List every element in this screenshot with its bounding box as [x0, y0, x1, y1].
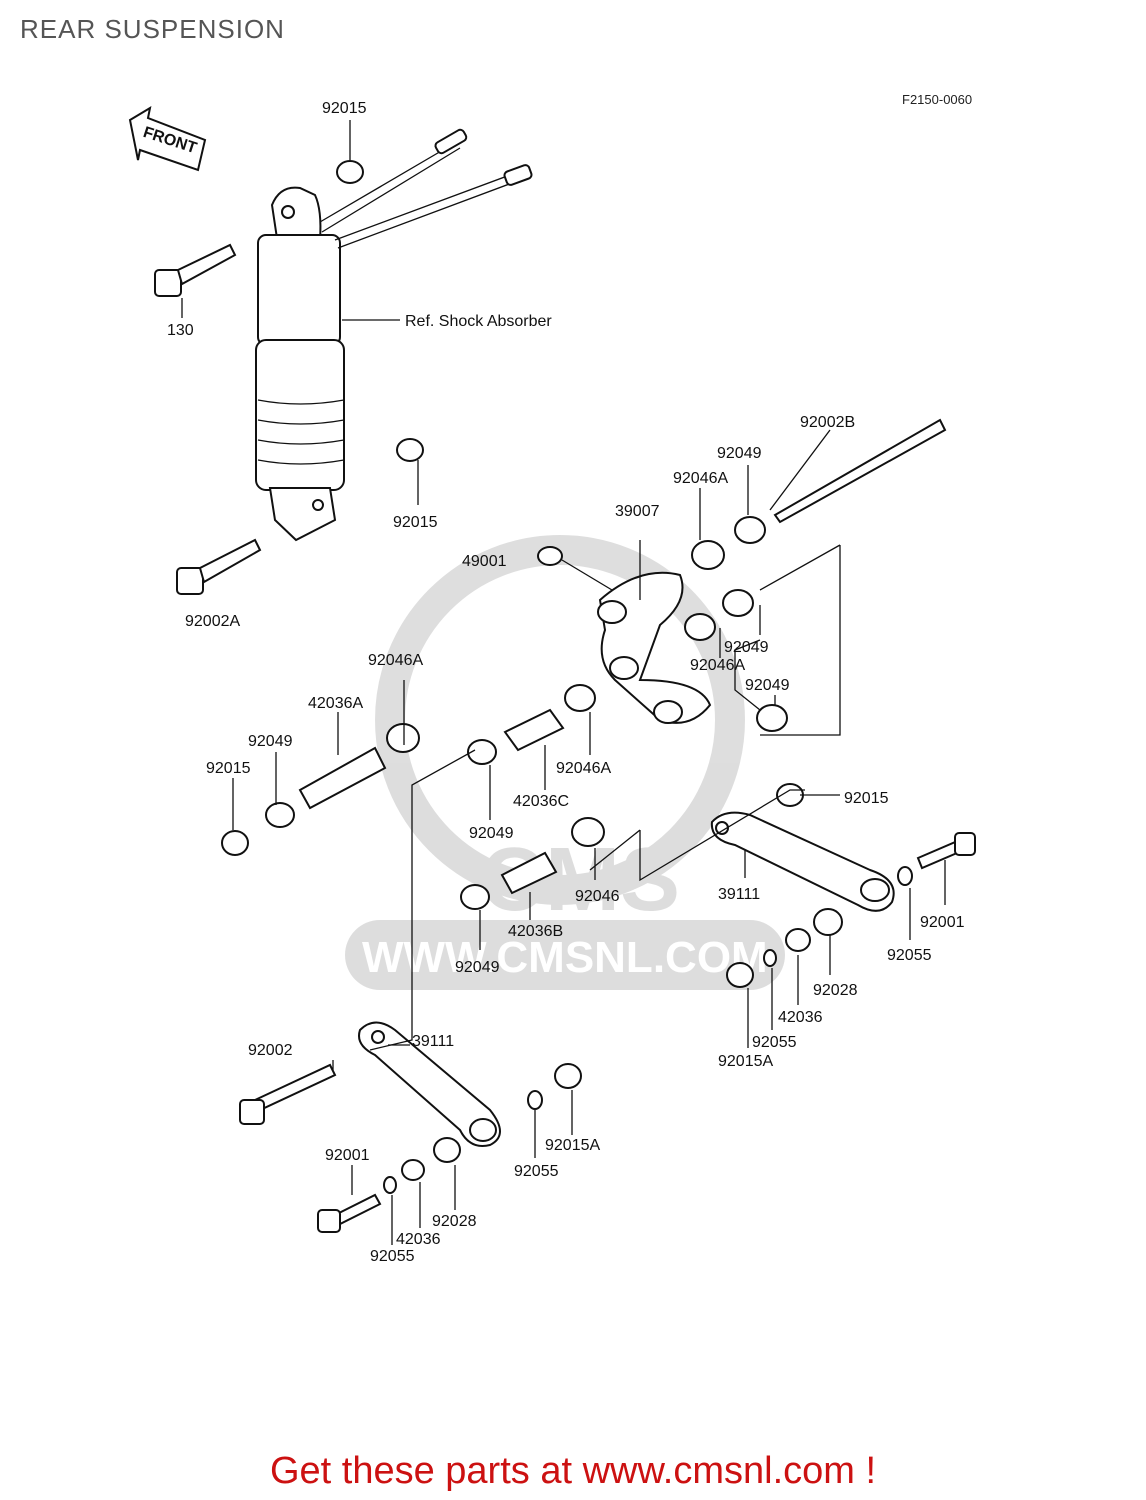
page-title: REAR SUSPENSION — [20, 14, 285, 44]
oring-92055-icon — [383, 1176, 397, 1194]
collar-42036a-icon — [298, 746, 387, 810]
bearing-92046a-icon — [386, 723, 420, 753]
bolt-92002b-icon — [773, 418, 947, 524]
nut-92015-icon — [221, 830, 249, 856]
part-label: 42036C — [513, 793, 569, 810]
diagram-code: F2150-0060 — [902, 92, 973, 107]
bolt-92002a-icon — [176, 538, 262, 595]
collar-42036b-icon — [500, 851, 558, 895]
collar-42036-icon — [785, 928, 811, 952]
part-label: 92049 — [724, 639, 769, 656]
shock-reference-label: Ref. Shock Absorber — [405, 313, 552, 330]
bolt-92002-icon — [253, 1063, 337, 1112]
part-number-labels: 92015 130 92015 92002A 92002B 92049 9204… — [167, 100, 965, 1265]
part-label: 92046A — [556, 760, 611, 777]
bolt-92001-head-icon — [954, 832, 976, 856]
part-label: 92049 — [745, 677, 790, 694]
part-label: 92049 — [455, 959, 500, 976]
washer-92049-icon — [756, 704, 788, 732]
oring-92055-icon — [763, 949, 777, 967]
bolt-92002-head-icon — [239, 1099, 265, 1125]
washer-92049-icon — [734, 516, 766, 544]
bearing-92046-icon — [571, 817, 605, 847]
footer-link[interactable]: Get these parts at www.cmsnl.com ! — [269, 1450, 877, 1492]
part-label: 92002B — [800, 414, 855, 431]
part-label: 39111 — [718, 886, 760, 903]
bushing-92028-icon — [433, 1137, 461, 1163]
oring-92055-icon — [897, 866, 913, 886]
part-label: 92049 — [717, 445, 762, 462]
watermark-text: WWW.CMSNL.COM — [362, 933, 768, 982]
nut-92015-top-icon — [336, 160, 364, 184]
part-label: 92002A — [185, 613, 240, 630]
part-label: 92055 — [752, 1034, 797, 1051]
bearing-92046a-icon — [564, 684, 596, 712]
part-label: 92055 — [370, 1248, 415, 1265]
washer-92049-icon — [722, 589, 754, 617]
washer-92049-icon — [265, 802, 295, 828]
bolt-130-icon — [154, 243, 237, 297]
washer-92049-icon — [460, 884, 490, 910]
part-label: 92046A — [690, 657, 745, 674]
part-label: 92049 — [469, 825, 514, 842]
part-label: 42036B — [508, 923, 563, 940]
part-label: 92046A — [673, 470, 728, 487]
part-label: 92028 — [432, 1213, 477, 1230]
part-label: 39111 — [412, 1033, 454, 1050]
part-label: 42036 — [778, 1009, 823, 1026]
part-label: 92055 — [514, 1163, 559, 1180]
tie-rod-39111-right — [710, 811, 895, 912]
part-label: 92015 — [322, 100, 367, 117]
rocker-arm-39007 — [597, 571, 712, 724]
part-label: 92046A — [368, 652, 423, 669]
nut-92015a-icon — [726, 962, 754, 988]
part-label: 49001 — [462, 553, 507, 570]
nut-92015-shock-icon — [396, 438, 424, 462]
part-label: 92015A — [718, 1053, 773, 1070]
part-label: 92015 — [844, 790, 889, 807]
shock-absorber — [255, 128, 533, 542]
front-arrow-icon: FRONT — [128, 105, 207, 172]
bolt-92001-lower-head-icon — [317, 1209, 341, 1233]
part-label: 92028 — [813, 982, 858, 999]
part-label: 92001 — [325, 1147, 370, 1164]
part-label: 92049 — [248, 733, 293, 750]
part-label: 92046 — [575, 888, 620, 905]
bearing-92046a-icon — [684, 613, 716, 641]
part-label: 92015 — [393, 514, 438, 531]
bolt-92001-lower-icon — [333, 1193, 382, 1226]
part-label: 92001 — [920, 914, 965, 931]
bearing-92046a-icon — [691, 540, 725, 570]
part-label: 92055 — [887, 947, 932, 964]
collar-42036-icon — [401, 1159, 425, 1181]
part-label: 92015 — [206, 760, 251, 777]
bushing-92028-icon — [813, 908, 843, 936]
part-label: 92015A — [545, 1137, 600, 1154]
part-label: 130 — [167, 322, 194, 339]
assembly-lines — [181, 120, 946, 1245]
part-label: 92002 — [248, 1042, 293, 1059]
nut-92015a-lower-icon — [554, 1063, 582, 1089]
washer-92049-icon — [467, 739, 497, 765]
grease-nipple-icon — [537, 546, 563, 566]
collar-42036c-icon — [503, 708, 565, 752]
part-label: 39007 — [615, 503, 660, 520]
oring-92055-icon — [527, 1090, 543, 1110]
tie-rod-39111-lower — [358, 1021, 501, 1147]
part-label: 42036A — [308, 695, 363, 712]
part-label: 42036 — [396, 1231, 441, 1248]
